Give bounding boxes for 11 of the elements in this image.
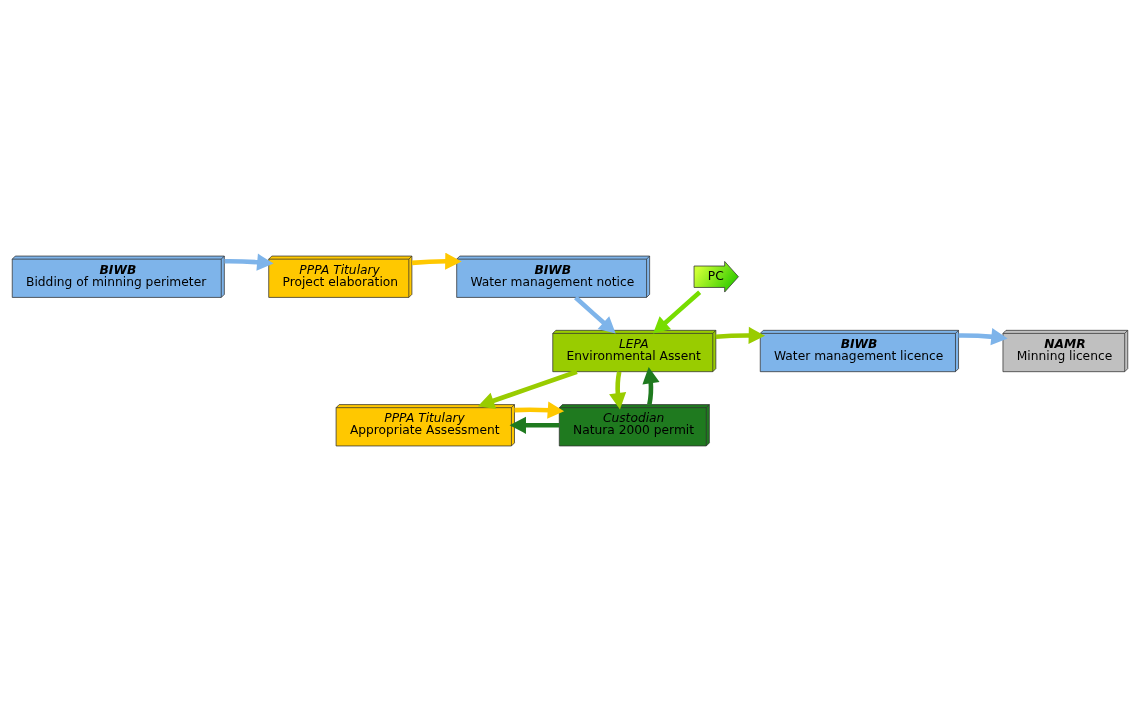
arrow — [514, 401, 565, 419]
arrow — [574, 295, 616, 334]
arrow — [224, 253, 274, 271]
arrow — [642, 366, 660, 405]
arrow — [509, 416, 560, 434]
arrow — [958, 328, 1008, 346]
arrow — [653, 290, 702, 334]
arrow — [411, 253, 462, 270]
arrow — [477, 369, 578, 409]
arrow — [715, 326, 766, 345]
arrow — [609, 371, 627, 410]
